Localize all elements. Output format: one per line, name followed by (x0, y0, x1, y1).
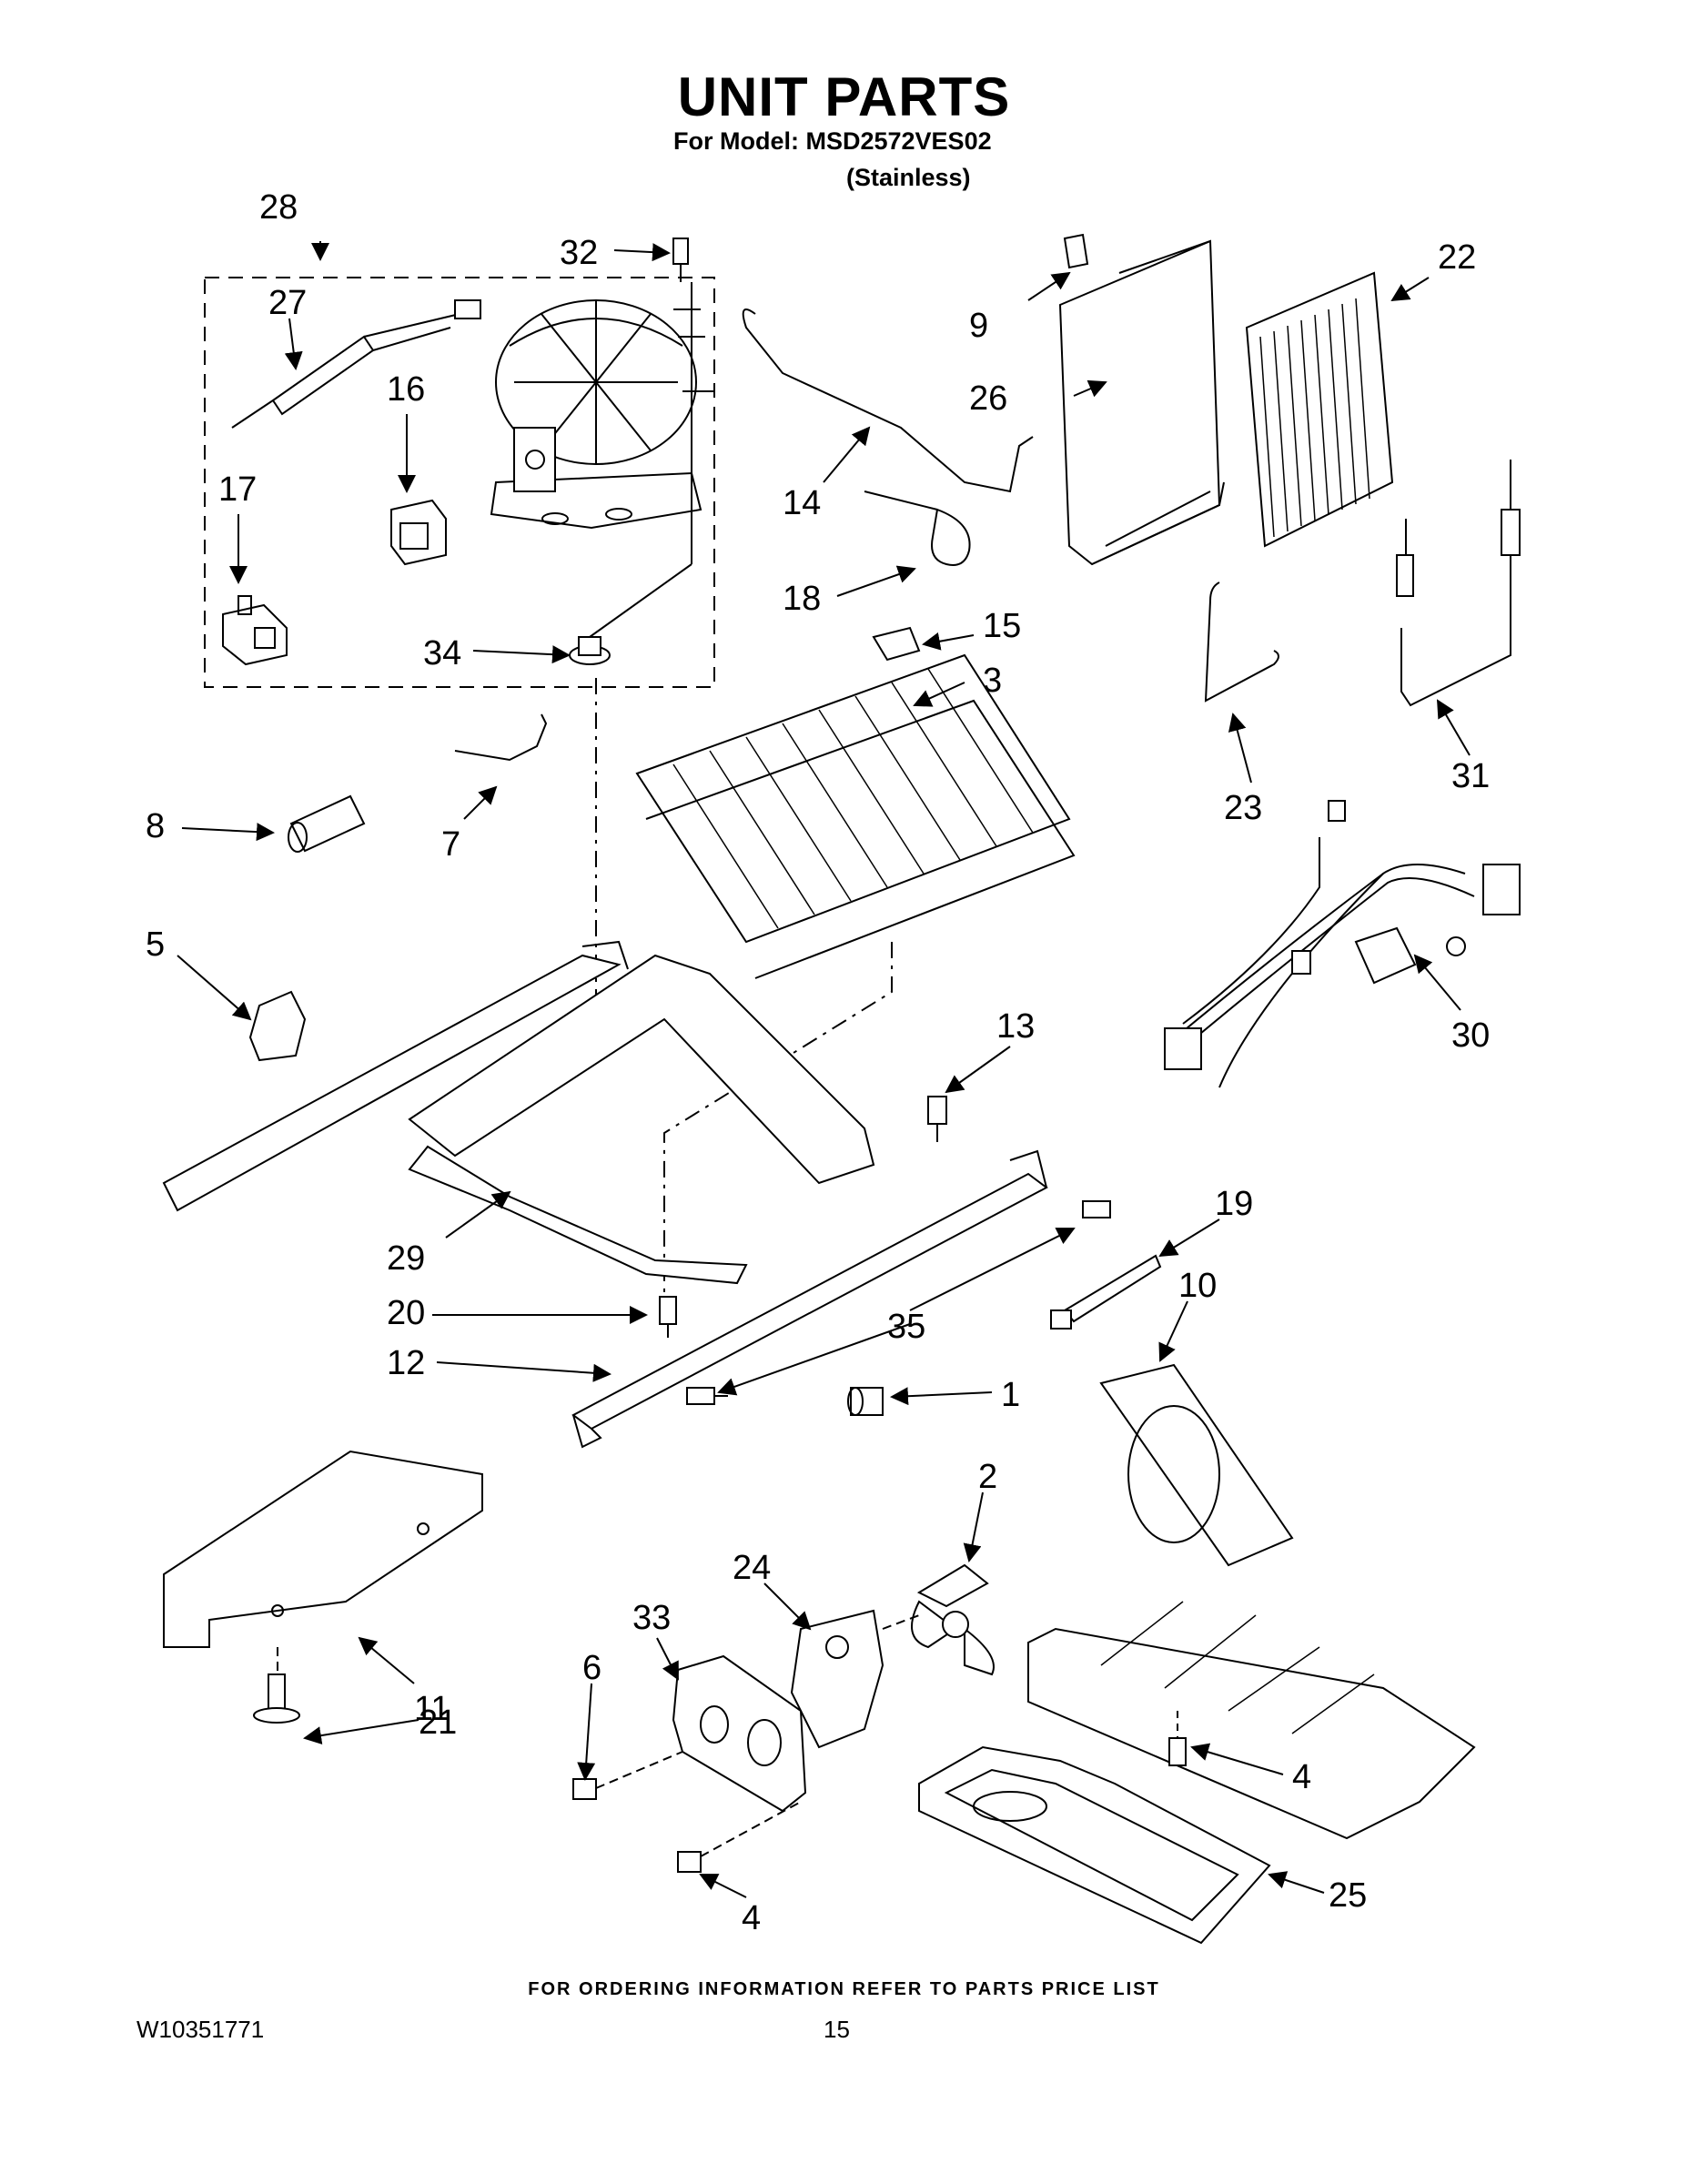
roll-8 (288, 794, 366, 853)
condenser-shroud (1058, 239, 1225, 566)
callout-13: 13 (996, 1007, 1035, 1046)
document-id: W10351771 (136, 2016, 265, 2043)
callout-34: 34 (423, 634, 461, 672)
callout-29: 29 (387, 1239, 425, 1278)
cover-panel (163, 1450, 483, 1648)
screw-33 (672, 238, 689, 282)
compressor-group-box (204, 277, 715, 688)
callout-19: 19 (1215, 1185, 1253, 1223)
callout-15: 15 (983, 607, 1021, 645)
page-title: UNIT PARTS (677, 66, 1011, 127)
evaporator (635, 653, 1076, 1320)
fan-motor (790, 1609, 920, 1749)
filter-drier (231, 299, 481, 429)
loop-tube (864, 490, 971, 566)
callout-17: 17 (218, 470, 257, 509)
rail-12 (571, 1172, 1048, 1431)
callout-14: 14 (783, 484, 821, 522)
callout-18: 18 (783, 580, 821, 618)
discharge-tube (742, 308, 1034, 493)
callout-4-bottom: 4 (742, 1899, 761, 1937)
callout-3: 3 (983, 662, 1002, 700)
drain-pan (918, 1745, 1271, 1945)
condenser-coil (1245, 271, 1394, 548)
overload (222, 595, 288, 666)
screw-4a (677, 1801, 802, 1873)
tie-strap (1050, 1254, 1162, 1330)
wire-7 (454, 713, 548, 762)
screw-35 (686, 1387, 728, 1405)
callout-33: 32 (560, 234, 598, 272)
callout-23: 23 (1224, 789, 1262, 827)
screw-4b (1168, 1711, 1187, 1766)
callout-25: 25 (1329, 1876, 1367, 1915)
callout-7: 7 (441, 825, 460, 864)
frame-rail (162, 940, 875, 1285)
callout-35: 35 (887, 1308, 925, 1346)
callout-2: 2 (978, 1458, 997, 1496)
screw-6 (572, 1751, 683, 1800)
ordering-note: FOR ORDERING INFORMATION REFER TO PARTS … (528, 1979, 1160, 1999)
screw-13 (927, 1096, 947, 1142)
callout-22: 22 (1438, 238, 1476, 277)
callout-24: 24 (733, 1549, 771, 1587)
screw-35b (1082, 1200, 1111, 1218)
fan-blade (911, 1563, 995, 1676)
evap-clip (872, 626, 921, 662)
motor-bracket (672, 1654, 807, 1813)
compressor (490, 299, 714, 530)
callout-27: 27 (268, 284, 307, 322)
model-line: For Model: MSD2572VES02 (673, 127, 992, 155)
screw-20 (659, 1296, 677, 1338)
callout-11: 11 (414, 1690, 450, 1728)
callout-16: 16 (387, 370, 425, 409)
callout-31: 33 (632, 1599, 671, 1637)
wiring-harness (1164, 800, 1521, 1088)
callout-6: 6 (582, 1649, 601, 1687)
page-number: 15 (824, 2016, 850, 2043)
finish-line: (Stainless) (846, 164, 971, 191)
callout-21: 21 (419, 1704, 457, 1742)
wire-hook (1204, 581, 1279, 703)
base-pan (1027, 1363, 1476, 1840)
grommet-1 (847, 1387, 884, 1416)
callout-10: 9 (969, 307, 988, 345)
callout-26: 26 (969, 379, 1007, 418)
callout-1: 1 (1001, 1376, 1020, 1414)
bracket-5 (248, 990, 307, 1062)
callout-8: 8 (146, 807, 165, 845)
relay (390, 499, 447, 566)
grommet (569, 282, 692, 665)
callout-4-right: 4 (1292, 1758, 1311, 1796)
callout-9: 10 (1178, 1267, 1217, 1305)
callout-28: 28 (259, 188, 298, 227)
callout-32: 31 (1451, 757, 1490, 795)
callout-5: 5 (146, 925, 165, 964)
callout-12: 12 (387, 1344, 425, 1382)
callout-30: 30 (1451, 1016, 1490, 1055)
leveling-foot (253, 1673, 300, 1724)
clip (1063, 233, 1089, 269)
suction-tube (1396, 460, 1521, 707)
callout-20: 20 (387, 1294, 425, 1332)
